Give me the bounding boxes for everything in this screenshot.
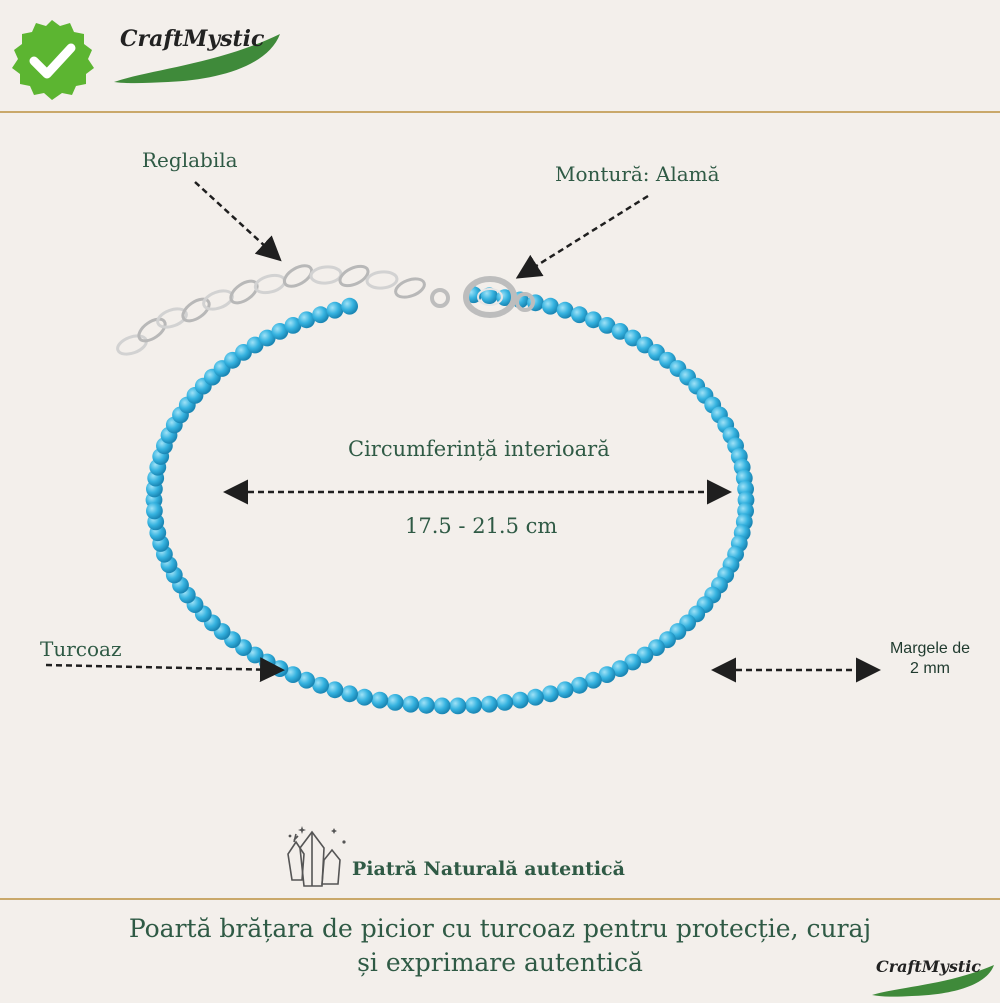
- bead: [433, 697, 451, 715]
- chain-link: [137, 317, 167, 343]
- bead: [371, 691, 389, 709]
- chain-link: [338, 264, 370, 288]
- bead: [449, 697, 467, 715]
- chain-link: [282, 264, 314, 288]
- bead: [326, 301, 344, 319]
- verified-badge: [4, 18, 100, 102]
- bead: [402, 695, 420, 713]
- bead: [480, 695, 498, 713]
- leaf-swoosh-icon: [872, 965, 994, 997]
- bead: [527, 688, 544, 706]
- circumference-value: 17.5 - 21.5 cm: [405, 514, 558, 538]
- extension-chain: [116, 264, 426, 356]
- bead: [298, 311, 315, 329]
- stone-arrow: [45, 657, 285, 683]
- circumference-title: Circumferință interioară: [348, 437, 610, 461]
- brand-name: CraftMystic: [120, 26, 265, 52]
- bead: [585, 311, 602, 329]
- bead: [284, 666, 302, 683]
- bead: [326, 681, 344, 699]
- bead: [556, 681, 574, 699]
- brand-logo: CraftMystic: [108, 20, 288, 90]
- bead: [598, 666, 616, 683]
- tagline-line2: și exprimare autentică: [357, 948, 643, 977]
- bead: [298, 671, 315, 689]
- bead: [418, 696, 435, 714]
- authentic-stone-row: Piatră Naturală autentică: [282, 820, 682, 892]
- chain-link: [394, 277, 426, 299]
- adjustable-arrow: [194, 181, 282, 262]
- bead-strand: [145, 286, 755, 715]
- bead: [542, 685, 559, 703]
- beads-label-line1: Margele de: [889, 640, 971, 657]
- bead: [341, 297, 358, 315]
- crystals-icon: [287, 826, 346, 887]
- bead: [258, 329, 276, 347]
- beads-label: Margele de 2 mm: [868, 639, 992, 679]
- checkmark-badge-icon: [12, 20, 94, 100]
- bead: [556, 301, 574, 319]
- setting-arrow: [515, 194, 649, 279]
- chain-link: [309, 265, 343, 285]
- bead: [271, 323, 289, 340]
- stone-label: Turcoaz: [40, 637, 122, 661]
- setting-label: Montură: Alamă: [555, 162, 720, 186]
- bead: [611, 660, 629, 677]
- header-divider: [0, 111, 1000, 113]
- beads-label-line2: 2 mm: [910, 660, 950, 677]
- adjustable-label: Reglabila: [142, 148, 238, 172]
- tagline: Poartă brățara de picior cu turcoaz pent…: [0, 912, 1000, 980]
- lobster-clasp: [430, 276, 535, 318]
- bead: [496, 694, 514, 711]
- bead: [386, 694, 404, 711]
- footer-divider: [0, 898, 1000, 900]
- chain-link: [365, 270, 399, 290]
- leaf-swoosh-icon: [114, 34, 280, 84]
- bead: [542, 297, 559, 315]
- bead: [598, 317, 616, 334]
- bead: [341, 685, 358, 703]
- bead: [284, 317, 302, 334]
- bead: [312, 306, 329, 324]
- bead: [356, 688, 373, 706]
- bead: [624, 653, 642, 671]
- tagline-line1: Poartă brățara de picior cu turcoaz pent…: [128, 914, 872, 943]
- bead: [511, 691, 529, 709]
- authentic-stone-text: Piatră Naturală autentică: [352, 858, 625, 880]
- bead: [312, 676, 329, 694]
- bead: [465, 696, 482, 714]
- bead: [611, 323, 629, 340]
- bead: [480, 287, 498, 305]
- bead: [585, 671, 602, 689]
- footer-brand-logo: CraftMystic: [868, 955, 998, 999]
- footer-brand-name: CraftMystic: [876, 957, 982, 976]
- chain-link: [181, 297, 211, 323]
- bead: [571, 306, 588, 324]
- bead: [146, 502, 163, 520]
- chain-link: [156, 307, 188, 329]
- bead: [571, 676, 588, 694]
